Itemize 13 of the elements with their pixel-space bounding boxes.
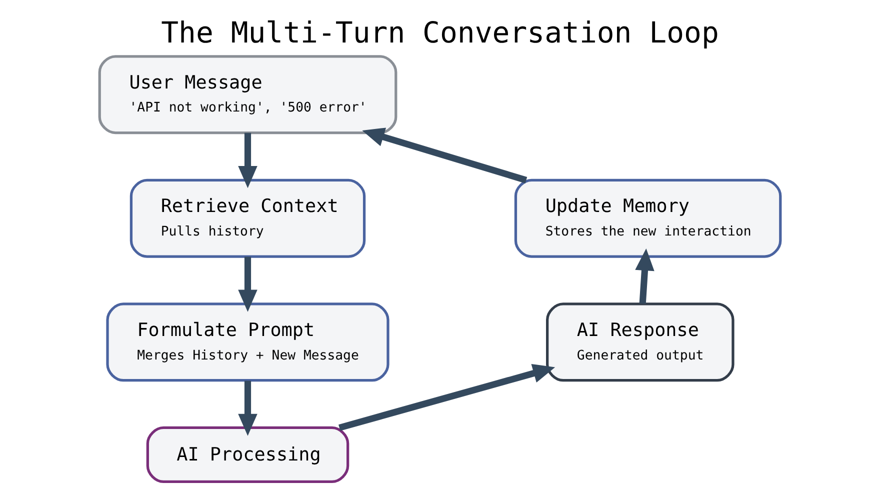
node-box: User Message 'API not working', '500 error' — [98, 54, 398, 134]
node-box: AI Processing — [146, 426, 350, 483]
node-box: AI Response Generated output — [546, 302, 734, 382]
arrow — [238, 132, 258, 188]
arrow — [635, 248, 654, 304]
arrow — [362, 127, 528, 183]
node-box: Update Memory Stores the new interaction — [514, 178, 782, 258]
arrow — [338, 363, 556, 430]
node-box: Retrieve Context Pulls history — [130, 178, 366, 258]
diagram-title: The Multi-Turn Conversation Loop — [161, 15, 719, 50]
arrow — [238, 256, 258, 312]
node-box: Formulate Prompt Merges History + New Message — [106, 302, 390, 382]
arrow — [238, 380, 258, 436]
